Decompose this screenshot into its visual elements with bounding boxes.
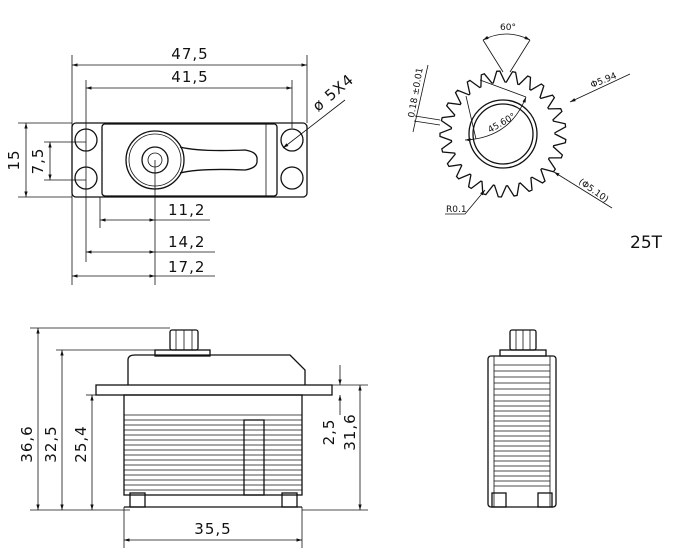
- gear-detail: 60° 0.18 ±0.01 Φ5.94 45.60° (Φ5.10) R0.1…: [407, 23, 663, 253]
- servo-horn: [125, 130, 258, 190]
- side-ribs: [494, 364, 550, 487]
- dim-flange-top-height: 32,5: [42, 425, 60, 462]
- outer-diameter: Φ5.94: [589, 71, 618, 91]
- dim-overall-width: 47,5: [171, 45, 208, 63]
- dim-hole-vertical: 7,5: [29, 148, 47, 175]
- dim-hole-spacing: 41,5: [171, 68, 208, 86]
- front-view: 36,6 32,5 25,4 2,5 31,6 35,5: [18, 327, 368, 548]
- dim-edge-to-shaft: 17,2: [168, 258, 205, 276]
- teeth-count-label: 25T: [630, 233, 663, 253]
- dim-body-width: 35,5: [194, 520, 231, 538]
- side-view: [487, 329, 557, 508]
- dim-hole-diameter: ø 5X4: [309, 70, 358, 115]
- tooth-width: 0.18 ±0.01: [407, 67, 426, 118]
- radius-label: R0.1: [446, 205, 467, 215]
- mounting-holes: [74, 128, 304, 190]
- angle-top: 60°: [500, 23, 516, 33]
- pitch-angle: 45.60°: [487, 112, 518, 136]
- dim-body-height: 25,4: [72, 425, 90, 462]
- dim-hole-to-shaft: 14,2: [168, 233, 205, 251]
- dim-total-height: 36,6: [18, 425, 36, 462]
- dim-flange-to-bottom: 31,6: [341, 413, 359, 450]
- gear-teeth: [439, 70, 567, 198]
- dim-flange-thickness: 2,5: [320, 419, 338, 446]
- cooling-ribs: [124, 414, 302, 491]
- root-diameter: (Φ5.10): [576, 177, 610, 205]
- dim-body-to-shaft: 11,2: [168, 201, 205, 219]
- top-view: 47,5 41,5 15 7,5 ø 5X4 11,2 14,2 17,2: [5, 45, 358, 285]
- dim-height: 15: [5, 149, 23, 170]
